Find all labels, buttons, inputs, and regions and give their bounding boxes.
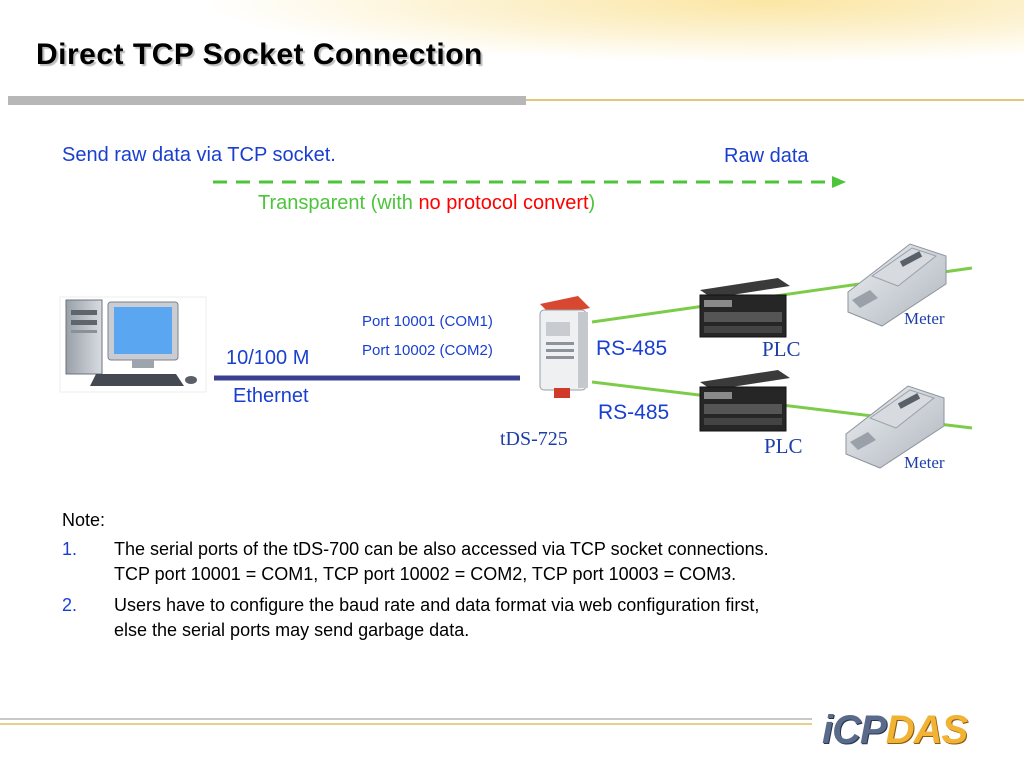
- header-glow: [0, 0, 1024, 110]
- raw-data-arrowhead: [832, 176, 846, 188]
- computer-icon: [59, 296, 207, 393]
- ethernet-speed-label: 10/100 M: [226, 347, 310, 369]
- tds-725-label: tDS-725: [500, 428, 568, 450]
- meter-top-icon: [847, 243, 947, 327]
- rs485-top-label: RS-485: [596, 337, 668, 360]
- note-item: 2. Users have to configure the baud rate…: [62, 593, 962, 643]
- send-raw-data-text: Send raw data via TCP socket.: [62, 144, 336, 166]
- slide-title: Direct TCP Socket Connection: [36, 38, 483, 71]
- plc-top-label: PLC: [762, 337, 801, 361]
- plc-bottom-label: PLC: [764, 434, 803, 458]
- rs485-bottom-label: RS-485: [598, 401, 670, 424]
- raw-data-label: Raw data: [724, 145, 809, 167]
- icpdas-logo: iCPDAS: [822, 708, 968, 753]
- logo-part-icp: iCP: [822, 708, 887, 752]
- note-item: 1. The serial ports of the tDS-700 can b…: [62, 537, 962, 587]
- ethernet-label: Ethernet: [233, 385, 309, 407]
- title-underline-bar: [8, 96, 526, 105]
- notes-list: 1. The serial ports of the tDS-700 can b…: [62, 537, 962, 643]
- note-number: 2.: [62, 595, 78, 615]
- note-text: Users have to configure the baud rate an…: [114, 595, 760, 640]
- note-text: The serial ports of the tDS-700 can be a…: [114, 539, 769, 584]
- notes-label: Note:: [62, 510, 106, 530]
- meter-bottom-icon: [845, 385, 945, 469]
- tds-725-device-icon: [539, 296, 590, 398]
- meter-bottom-label: Meter: [904, 453, 945, 472]
- transparent-prefix: Transparent (with: [258, 192, 419, 214]
- logo-part-das: DAS: [885, 708, 968, 752]
- notes-section: Note: 1. The serial ports of the tDS-700…: [62, 510, 962, 649]
- no-protocol-convert-text: no protocol convert: [418, 192, 589, 214]
- note-number: 1.: [62, 539, 78, 559]
- title-underline-thin: [526, 99, 1024, 101]
- plc-top-icon: [699, 278, 790, 338]
- meter-top-label: Meter: [904, 309, 945, 328]
- port-10001-label: Port 10001 (COM1): [362, 313, 493, 330]
- transparent-caption: Transparent (with no protocol convert): [258, 192, 595, 215]
- transparent-suffix: ): [588, 192, 596, 214]
- plc-bottom-icon: [699, 370, 790, 432]
- port-10002-label: Port 10002 (COM2): [362, 342, 493, 359]
